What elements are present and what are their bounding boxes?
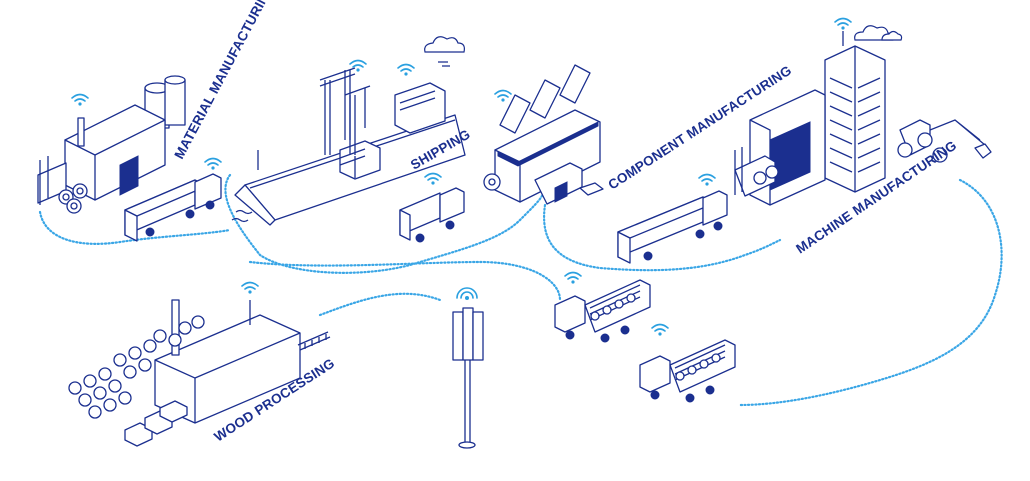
wifi-icon	[71, 93, 89, 106]
log-piles	[68, 315, 205, 419]
wifi-icon	[397, 63, 415, 76]
machine-manufacturing-factory	[734, 31, 992, 206]
wood-processing-sawmill	[68, 299, 331, 447]
wifi-icon	[424, 172, 442, 185]
component-manufacturing-factory	[483, 64, 604, 205]
wifi-icon	[564, 271, 582, 284]
data-stream-component-loop	[543, 203, 782, 272]
data-stream-shipping-loop	[224, 173, 547, 274]
log-truck-icon	[554, 279, 651, 343]
cloud-icon	[424, 36, 465, 67]
truck-icon	[399, 187, 465, 243]
data-stream-machine-loop	[738, 178, 1003, 407]
wifi-icon	[698, 173, 716, 186]
data-stream-paths	[38, 173, 1003, 407]
cloud-icon	[854, 25, 903, 41]
wifi-icon	[204, 157, 222, 170]
material-manufacturing-label: MATERIAL MANUFACTURING	[171, 0, 276, 161]
data-stream-material-to-truck	[38, 210, 232, 245]
wifi-icon	[651, 323, 669, 336]
water-waves	[231, 209, 253, 223]
data-stream-main-to-tower	[248, 260, 562, 302]
wifi-icon	[349, 59, 367, 72]
log-truck-icon	[639, 339, 736, 403]
wifi-icon	[834, 17, 852, 30]
material-manufacturing-factory	[37, 75, 186, 214]
cell-tower-icon	[452, 287, 484, 449]
ship-icon	[234, 67, 466, 226]
data-stream-wood-to-tower	[318, 292, 442, 317]
truck-icon	[124, 173, 222, 242]
truck-icon	[617, 190, 728, 264]
wifi-icon	[241, 281, 259, 294]
wifi-icon	[494, 89, 512, 102]
